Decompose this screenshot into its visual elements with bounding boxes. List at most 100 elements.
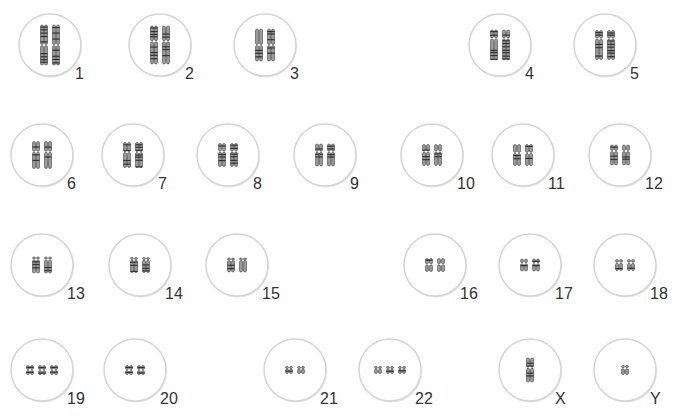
chromatid bbox=[611, 152, 614, 166]
chromosome-band bbox=[151, 58, 158, 59]
chromatid bbox=[611, 145, 614, 151]
chromatid bbox=[600, 31, 603, 39]
chromatid bbox=[525, 259, 528, 263]
chromatid bbox=[627, 145, 630, 151]
chromosome-band bbox=[151, 27, 158, 28]
chromosome-band bbox=[491, 59, 498, 60]
chromatid bbox=[135, 258, 138, 260]
chromosome-band bbox=[39, 367, 46, 368]
chromatid bbox=[608, 31, 611, 39]
chromosome bbox=[521, 259, 528, 271]
chromosome-band bbox=[45, 270, 52, 271]
chromosome-circle bbox=[492, 124, 554, 186]
chromosome-band bbox=[136, 144, 143, 145]
chromatid bbox=[527, 368, 530, 382]
chromosome bbox=[51, 366, 58, 375]
chromosome-band bbox=[163, 49, 170, 50]
chromosome-band bbox=[387, 371, 394, 372]
chromosome bbox=[131, 258, 138, 273]
chromosome-band bbox=[33, 160, 40, 161]
chromosome bbox=[298, 367, 305, 374]
chromosome bbox=[426, 259, 433, 272]
chromatid bbox=[49, 152, 52, 168]
chromosome-number: 20 bbox=[160, 390, 178, 408]
chromatid bbox=[320, 144, 323, 151]
chromosome-circle bbox=[594, 339, 656, 401]
chromosome-circle bbox=[499, 339, 561, 401]
chromosome-band bbox=[41, 59, 48, 60]
chromatid bbox=[37, 257, 40, 259]
chromosome-number: 7 bbox=[158, 175, 167, 193]
chromosome-circle bbox=[109, 234, 171, 296]
chromatid bbox=[33, 142, 36, 152]
chromosome-band bbox=[219, 145, 226, 146]
chromosome bbox=[33, 257, 40, 273]
chromosome-band bbox=[628, 268, 635, 269]
chromosome-band bbox=[423, 159, 430, 160]
chromatid bbox=[526, 145, 529, 153]
chromatid bbox=[286, 367, 289, 369]
chromosome-circle bbox=[129, 14, 191, 76]
chromatid bbox=[332, 144, 335, 151]
chromatid bbox=[628, 260, 631, 263]
chromatid bbox=[435, 145, 438, 151]
chromosome-circle bbox=[574, 14, 636, 76]
chromosome-band bbox=[503, 58, 510, 59]
chromatid bbox=[260, 29, 263, 45]
chromosome-band bbox=[131, 271, 138, 272]
chromosome-band bbox=[623, 159, 630, 160]
chromosome-band bbox=[503, 34, 510, 35]
chromosome-band bbox=[51, 372, 58, 373]
chromosome-band bbox=[41, 56, 48, 57]
chromosome bbox=[240, 258, 247, 272]
chromosome-band bbox=[491, 55, 498, 56]
chromosome-band bbox=[136, 147, 143, 148]
chromosome bbox=[219, 144, 226, 167]
chromatid bbox=[503, 39, 506, 60]
chromosome-band bbox=[33, 261, 40, 262]
chromatid bbox=[426, 259, 429, 264]
chromosome-number: 18 bbox=[650, 285, 668, 303]
chromosome-number: 4 bbox=[525, 65, 534, 83]
chromosome-band bbox=[151, 55, 158, 56]
chromosome-band bbox=[41, 53, 48, 54]
chromosome-circle bbox=[197, 124, 259, 186]
chromosome bbox=[387, 367, 394, 374]
chromatid bbox=[530, 153, 533, 165]
chromosome-band bbox=[151, 34, 158, 35]
chromatid bbox=[45, 142, 48, 152]
chromosome-band bbox=[316, 154, 323, 155]
chromosome-band bbox=[608, 44, 615, 45]
chromosome bbox=[622, 366, 629, 375]
chromosome-band bbox=[503, 56, 510, 57]
chromatid bbox=[627, 152, 630, 166]
chromatid bbox=[163, 26, 166, 41]
chromatid bbox=[426, 265, 429, 272]
chromosome-number: 9 bbox=[350, 175, 359, 193]
chromosome-band bbox=[163, 36, 170, 37]
chromosome-band bbox=[399, 370, 406, 371]
chromosome-band bbox=[231, 145, 238, 146]
chromatid bbox=[632, 260, 635, 263]
chromosome-band bbox=[611, 147, 618, 148]
chromatid bbox=[228, 258, 231, 260]
chromosome-band bbox=[435, 153, 442, 154]
chromosome bbox=[143, 258, 150, 273]
chromosome-band bbox=[596, 55, 603, 56]
chromosome-band bbox=[163, 55, 170, 56]
chromosome bbox=[41, 25, 48, 65]
chromatid bbox=[33, 257, 36, 259]
chromosome-band bbox=[124, 150, 131, 151]
chromosome-circle bbox=[11, 234, 73, 296]
chromosome bbox=[33, 142, 40, 169]
chromosome-number: 8 bbox=[253, 175, 262, 193]
chromosome-band bbox=[41, 36, 48, 37]
chromosome-band bbox=[219, 154, 226, 155]
chromosome-band bbox=[527, 363, 534, 364]
chromosome-circle bbox=[206, 234, 268, 296]
chromatid bbox=[235, 144, 238, 152]
chromatid bbox=[49, 257, 52, 259]
chromatid bbox=[399, 367, 402, 369]
chromosome-circle bbox=[401, 124, 463, 186]
